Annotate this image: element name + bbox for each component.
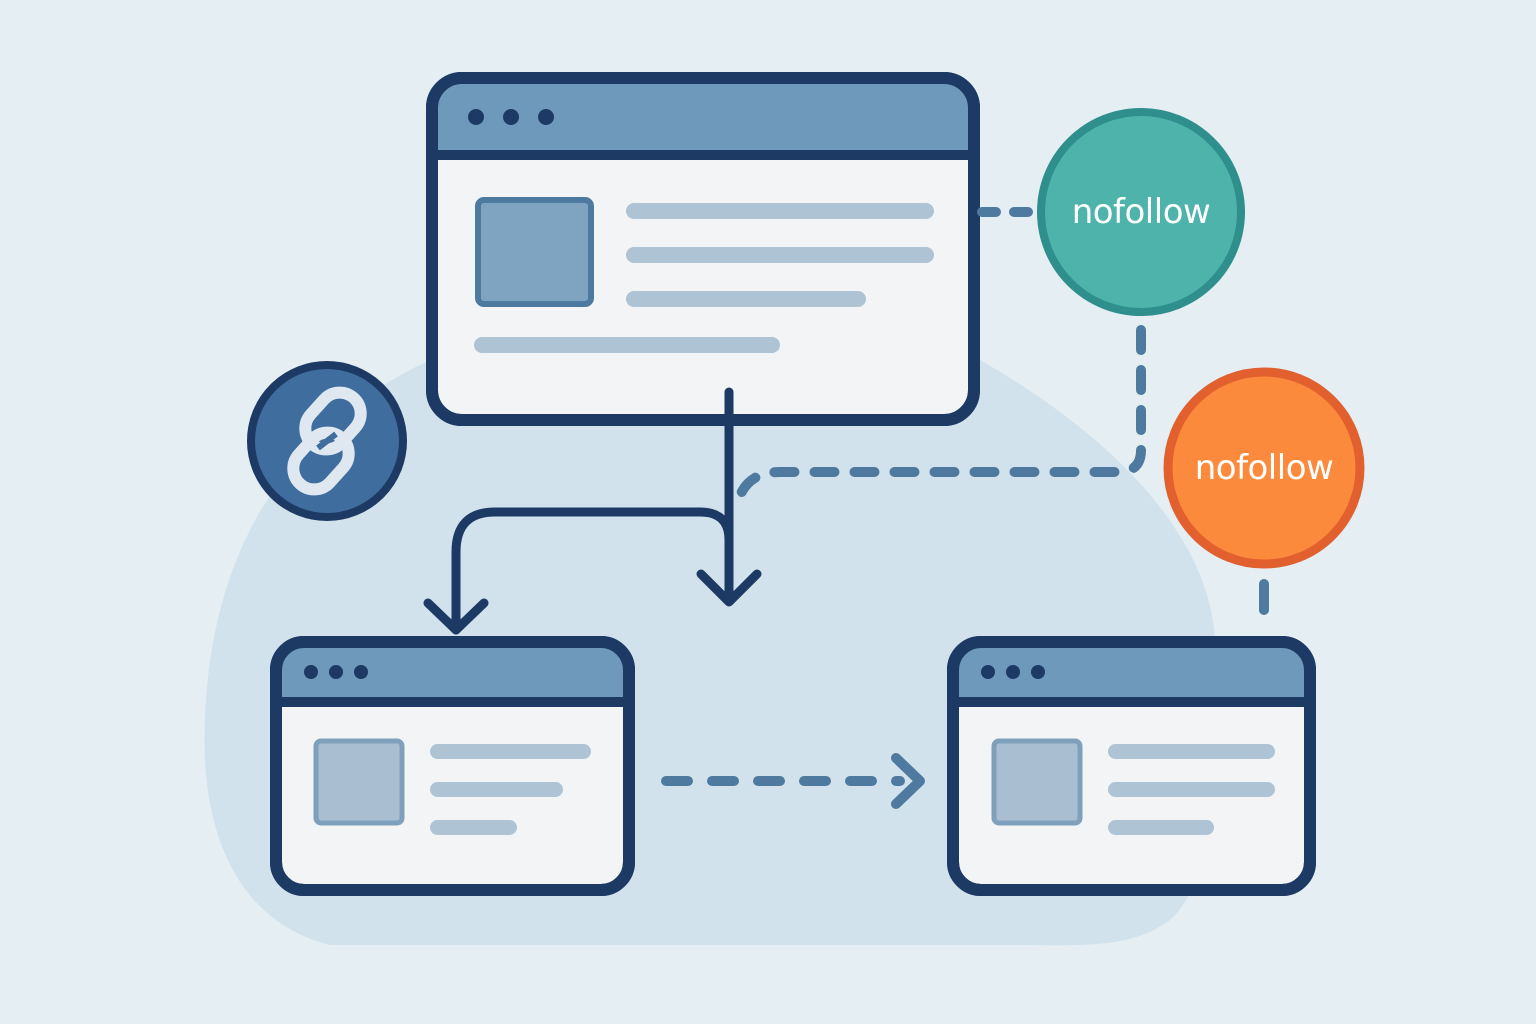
window-dot bbox=[503, 109, 519, 125]
text-line bbox=[430, 782, 563, 797]
dashed-connector-teal-to-arrow bbox=[731, 325, 1146, 515]
image-placeholder bbox=[991, 738, 1083, 826]
nofollow-badge-orange: nofollow bbox=[1163, 367, 1365, 569]
image-placeholder bbox=[475, 197, 594, 307]
window-dot bbox=[329, 665, 343, 679]
nofollow-badge-teal: nofollow bbox=[1037, 108, 1245, 316]
window-dot bbox=[468, 109, 484, 125]
text-line bbox=[626, 247, 934, 263]
solid-branch-arrow bbox=[423, 507, 734, 635]
text-line bbox=[1108, 744, 1275, 759]
text-line bbox=[430, 820, 517, 835]
image-placeholder bbox=[313, 738, 405, 826]
dashed-horizontal-arrow bbox=[661, 753, 925, 809]
window-dot bbox=[538, 109, 554, 125]
window-dot bbox=[1006, 665, 1020, 679]
text-line bbox=[1108, 820, 1214, 835]
window-dot bbox=[981, 665, 995, 679]
nofollow-label: nofollow bbox=[1072, 192, 1211, 232]
text-line bbox=[626, 203, 934, 219]
window-title-bar bbox=[432, 78, 974, 155]
solid-down-arrow bbox=[696, 387, 762, 607]
badge-circle bbox=[1163, 367, 1365, 569]
window-dot bbox=[1031, 665, 1045, 679]
text-line bbox=[626, 291, 866, 307]
badge-circle bbox=[1037, 108, 1245, 316]
window-dot bbox=[304, 665, 318, 679]
bottom-right-browser-window bbox=[947, 636, 1316, 896]
text-line bbox=[474, 337, 780, 353]
window-dot bbox=[354, 665, 368, 679]
link-badge bbox=[247, 361, 407, 521]
window-title-bar bbox=[953, 642, 1310, 702]
window-title-bar bbox=[276, 642, 629, 702]
top-browser-window bbox=[426, 72, 980, 426]
bottom-left-browser-window bbox=[270, 636, 635, 896]
nofollow-label: nofollow bbox=[1195, 448, 1334, 488]
text-line bbox=[430, 744, 591, 759]
chain-link-icon bbox=[287, 386, 367, 496]
text-line bbox=[1108, 782, 1275, 797]
